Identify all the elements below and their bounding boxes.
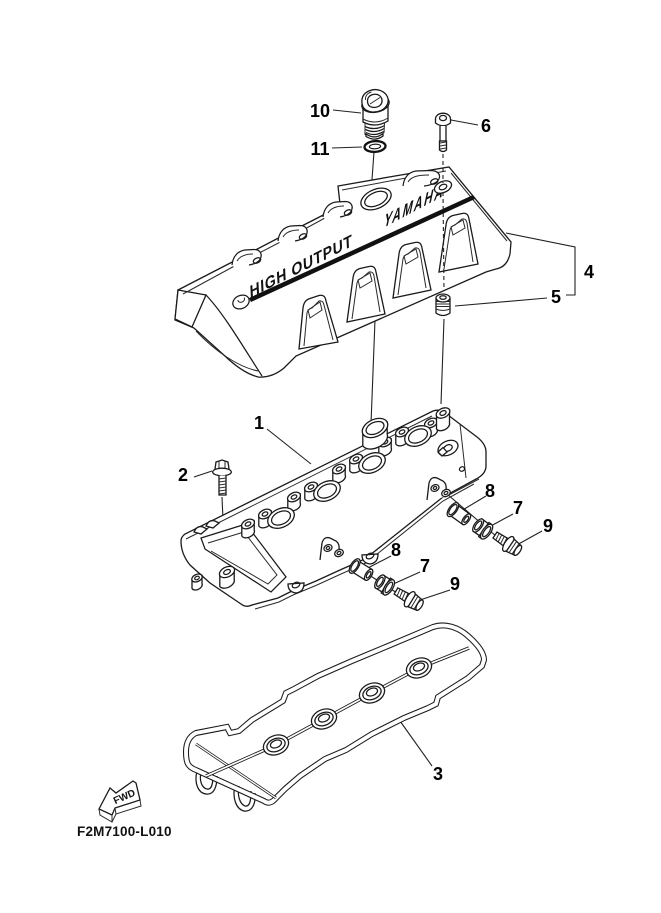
svg-text:6: 6: [481, 116, 491, 136]
svg-text:2: 2: [178, 465, 188, 485]
svg-text:9: 9: [543, 516, 553, 536]
svg-text:7: 7: [513, 498, 523, 518]
svg-text:8: 8: [391, 540, 401, 560]
svg-text:9: 9: [450, 574, 460, 594]
svg-text:7: 7: [420, 556, 430, 576]
svg-text:8: 8: [485, 481, 495, 501]
svg-text:3: 3: [433, 764, 443, 784]
svg-text:5: 5: [551, 287, 561, 307]
svg-text:F2M7100-L010: F2M7100-L010: [77, 824, 172, 839]
svg-text:4: 4: [584, 262, 594, 282]
svg-text:1: 1: [254, 413, 264, 433]
svg-text:10: 10: [310, 101, 330, 121]
svg-text:11: 11: [310, 139, 329, 159]
